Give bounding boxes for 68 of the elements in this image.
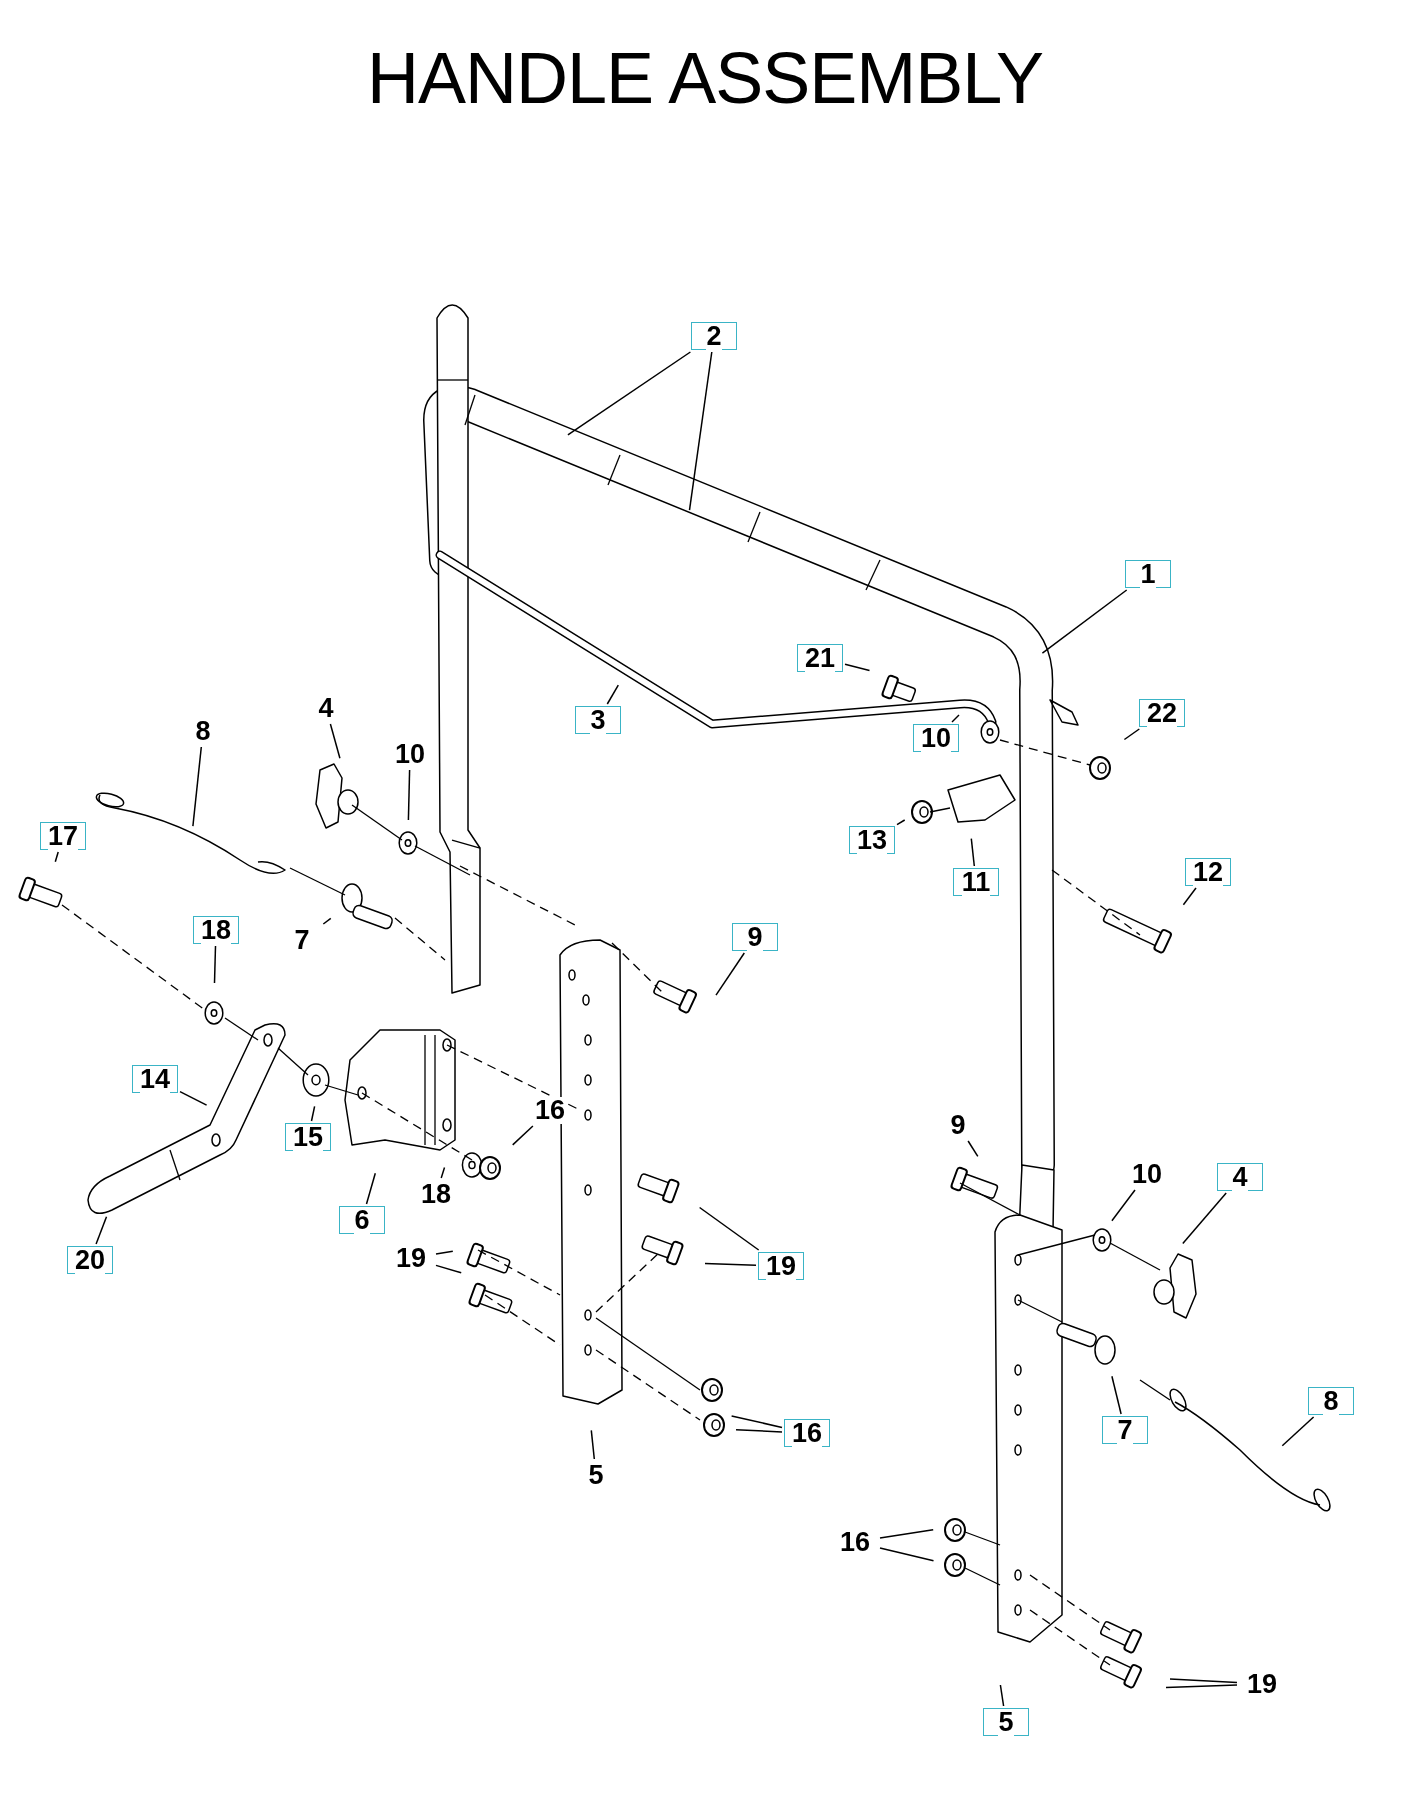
leader-line [1165,1684,1238,1689]
leader-line [1041,589,1128,654]
leader-line [440,1166,446,1179]
callout-number-box: 2 [691,322,737,350]
callout-number-label: 4 [303,694,349,722]
leader-line [567,351,692,436]
leader-line [606,684,620,705]
leader-line [730,1415,783,1429]
leader-line [54,851,59,863]
leader-line [715,952,746,996]
callout-number-box: 20 [67,1246,113,1274]
callout-number-box: 3 [575,706,621,734]
leader-line [213,945,217,984]
leader-line [1111,1189,1136,1222]
leader-line [879,1547,935,1562]
callout-number-label: 7 [279,926,325,954]
callout-number-box: 14 [132,1065,178,1093]
leader-line [192,746,203,827]
leader-line [967,1140,979,1158]
leader-line [704,1262,757,1266]
title: HANDLE ASSEMBLY [367,42,1043,114]
leader-line [1281,1416,1315,1447]
leader-line [179,1090,208,1106]
callout-number-label: 9 [935,1111,981,1139]
callout-number-box: 4 [1217,1163,1263,1191]
callout-number-box: 8 [1308,1387,1354,1415]
leader-line [590,1429,596,1460]
callout-number-box: 19 [758,1252,804,1280]
callout-number-box: 13 [849,826,895,854]
callout-number-box: 10 [913,724,959,752]
leader-line [1169,1678,1238,1684]
leader-line [951,714,960,723]
leader-line [1123,728,1141,741]
leader-line [844,663,871,672]
leader-line [407,769,411,821]
leader-line [310,1105,316,1122]
leader-line [435,1264,462,1274]
leader-line [329,723,341,760]
callout-number-label: 8 [180,717,226,745]
leader-line [1111,1375,1122,1415]
leader-line [511,1125,534,1146]
callout-number-box: 15 [285,1123,331,1151]
callout-number-box: 21 [797,644,843,672]
leader-line [95,1215,108,1245]
leader-line [435,1250,454,1255]
callout-number-label: 5 [573,1461,619,1489]
callout-number-box: 1 [1125,560,1171,588]
leader-line [879,1529,934,1539]
leader-line [735,1429,783,1433]
leader-line [1182,1192,1227,1245]
callout-number-box: 12 [1185,858,1231,886]
callout-number-box: 11 [953,868,999,896]
leader-line [698,1206,760,1251]
leader-line [322,917,332,925]
leader-line [688,351,713,511]
leader-line [896,819,906,826]
callout-number-box: 9 [732,923,778,951]
callout-number-box: 22 [1139,699,1185,727]
callout-number-box: 17 [40,822,86,850]
callout-number-box: 6 [339,1206,385,1234]
callout-number-box: 18 [193,916,239,944]
callout-number-box: 16 [784,1419,830,1447]
leader-line [365,1172,377,1205]
leader-line [1182,887,1197,906]
leader-line [970,837,976,867]
callout-number-box: 7 [1102,1416,1148,1444]
callout-number-box: 5 [983,1708,1029,1736]
leader-line [999,1684,1005,1707]
